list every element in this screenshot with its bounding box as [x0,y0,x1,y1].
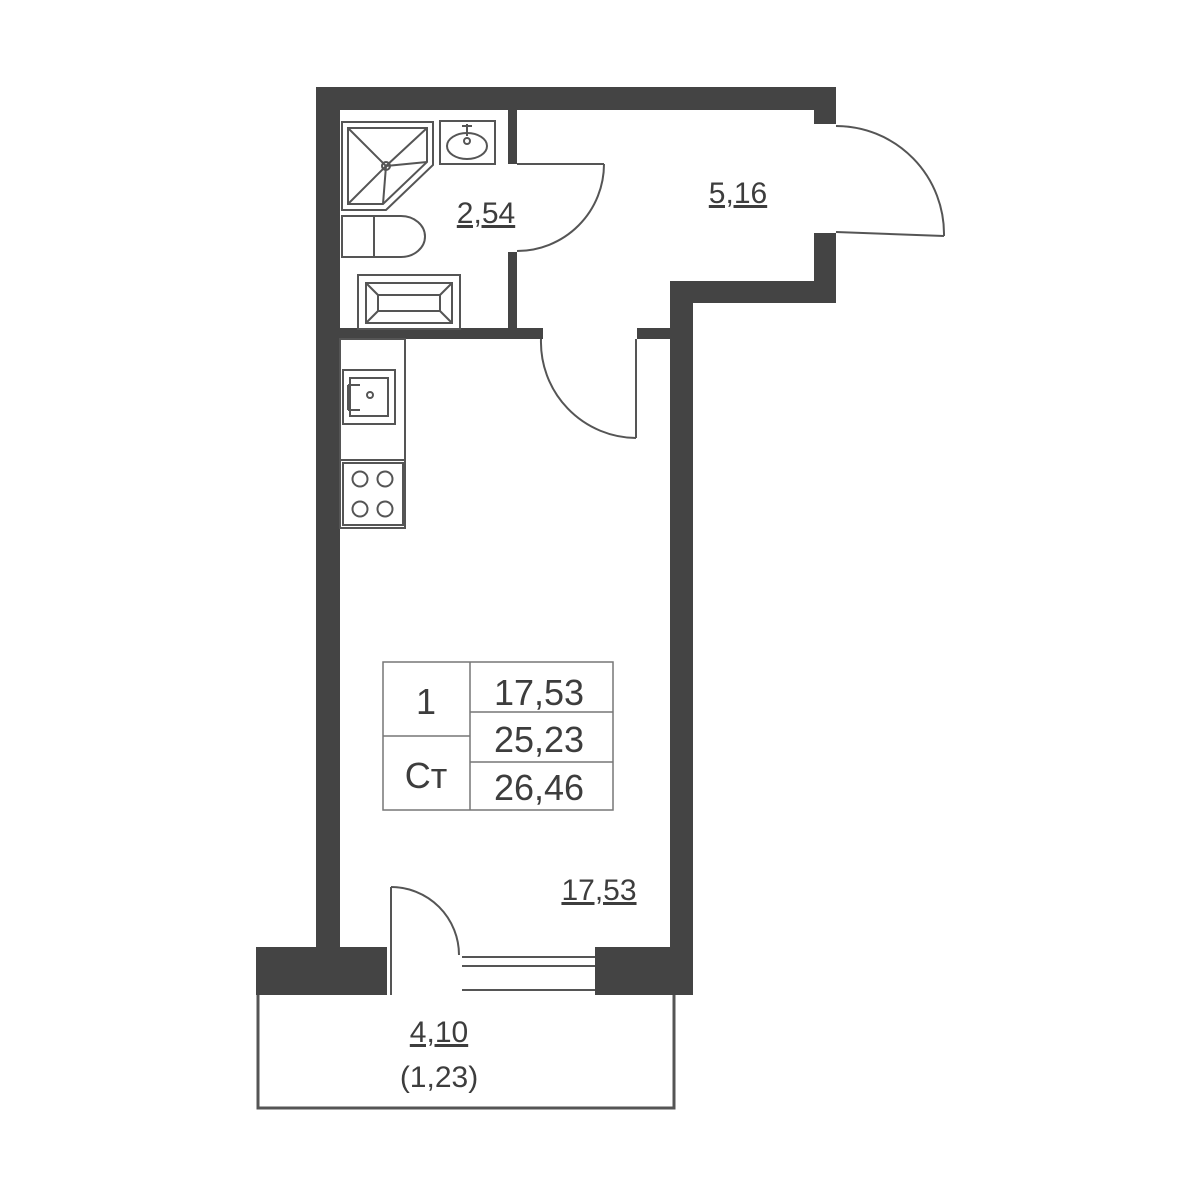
rooms-count: 1 [416,681,436,722]
wall-bath-hall-upper [508,110,517,164]
kitchen-counter [339,338,406,529]
summary-living-area: 17,53 [494,672,584,713]
bathroom-door [516,163,605,252]
apartment-type: Ст [405,755,448,796]
wall-bath-hall-lower [508,252,517,332]
balcony-window [462,956,595,991]
balcony-door [390,886,460,995]
wall-right [670,281,693,995]
wall-bath-living [340,328,543,339]
wall-hall-right-upper [814,87,836,124]
cooktop [342,462,404,526]
living-area-label: 17,53 [561,874,636,907]
toilet [341,215,426,258]
shower-cabin [341,121,434,211]
kitchen-sink [342,369,396,425]
balcony-area-label: 4,10 [410,1016,468,1049]
summary-table: 1 Ст 17,53 25,23 26,46 [382,661,614,811]
wall-bottom-right [595,947,693,995]
summary-total-area-with-balcony: 26,46 [494,767,584,808]
wall-hall-living-stub [637,328,677,339]
living-room-door [539,338,637,439]
walls [256,87,836,995]
balcony-reduced-area-label: (1,23) [400,1061,478,1094]
entrance-door [835,125,946,237]
wall-left [316,87,340,947]
summary-total-area: 25,23 [494,719,584,760]
wall-top [316,87,836,110]
wall-step-horizontal [670,281,836,303]
hall-area-label: 5,16 [709,177,767,210]
wall-bottom-left [256,947,387,995]
balcony [256,995,676,1110]
doors [390,125,946,995]
washbasin [439,120,496,165]
washing-machine [357,274,461,330]
bathroom-area-label: 2,54 [457,197,515,230]
